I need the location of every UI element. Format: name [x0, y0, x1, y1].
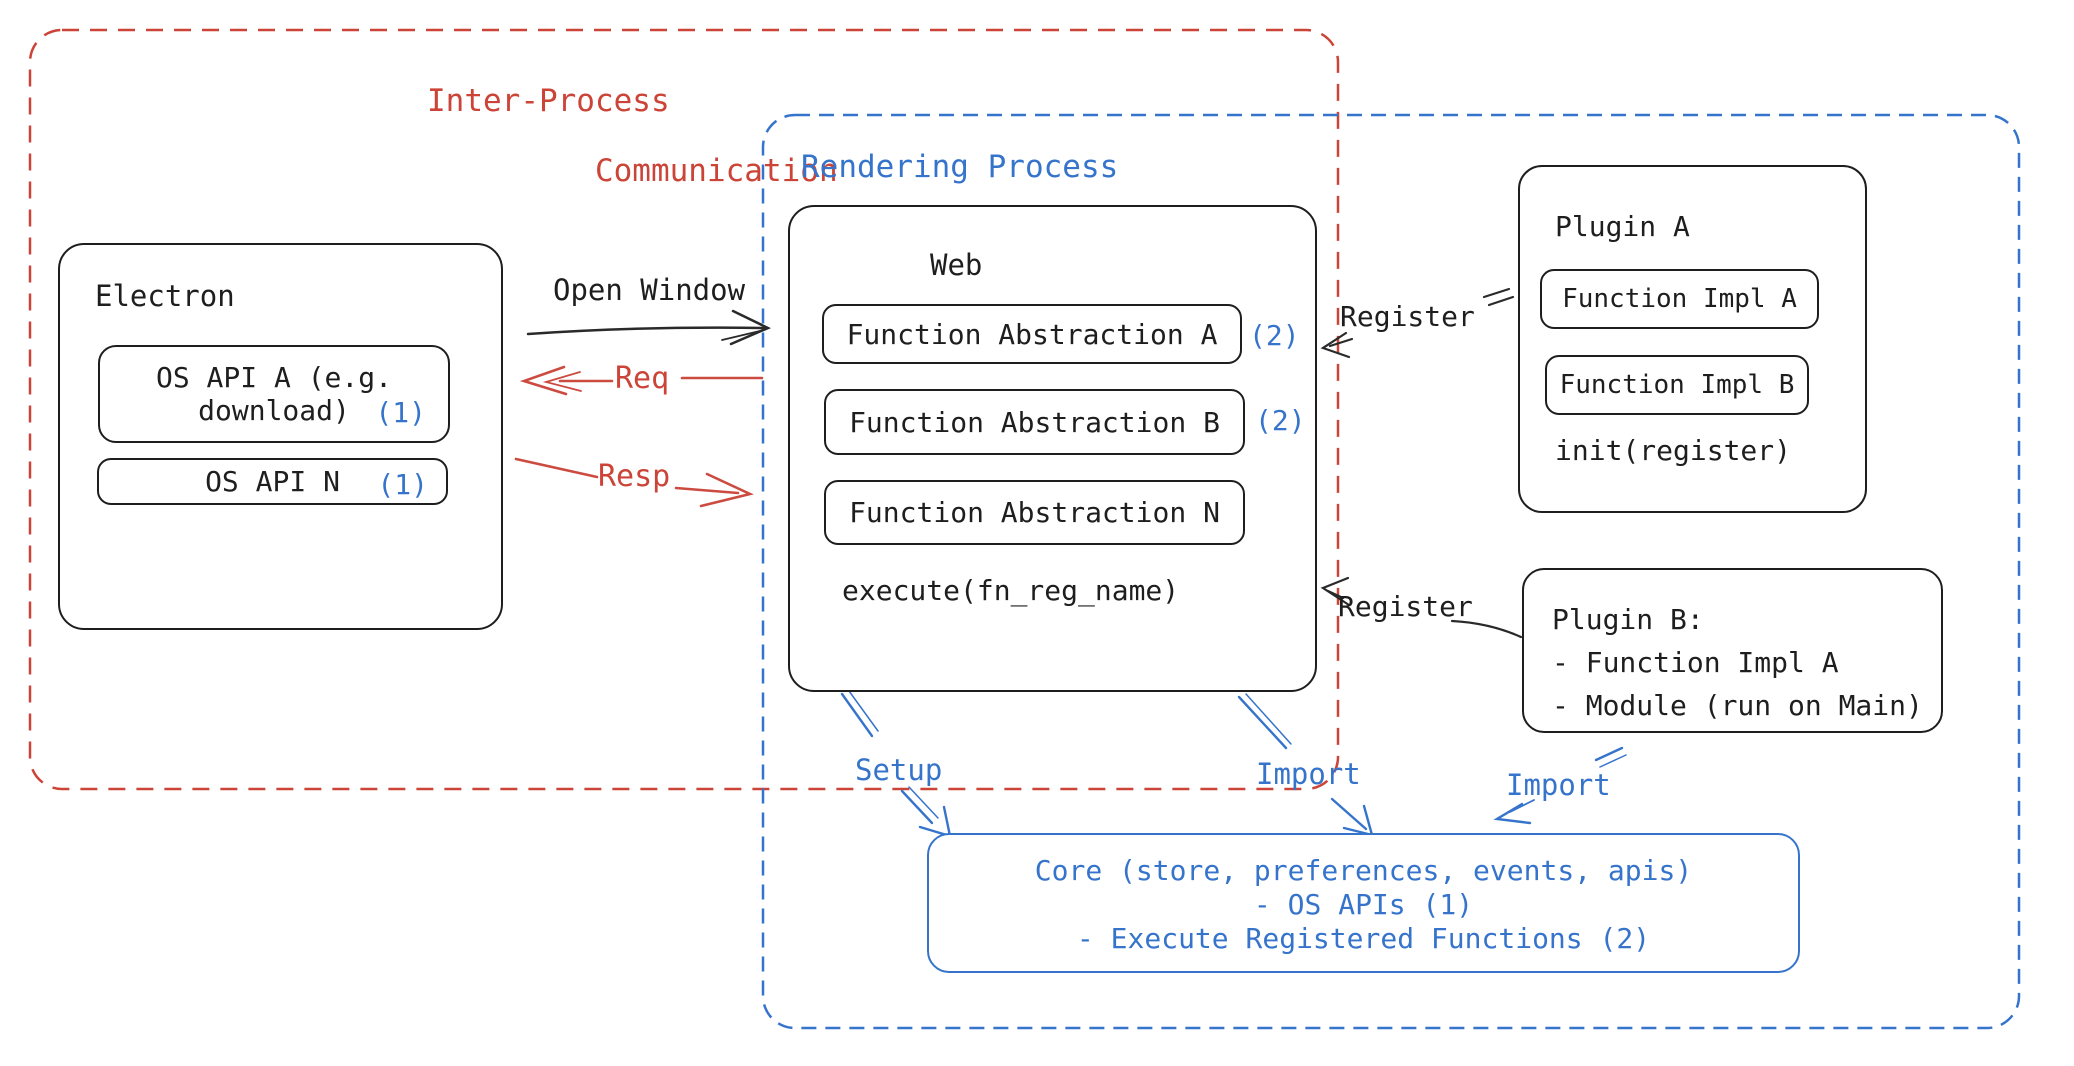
function-abstraction-b-label: Function Abstraction B	[849, 405, 1220, 439]
os-api-a-number: (1)	[375, 396, 426, 429]
resp-arrow	[514, 457, 754, 508]
resp-label: Resp	[598, 459, 671, 494]
core-line3: - Execute Registered Functions (2)	[1076, 922, 1651, 955]
web-execute-label: execute(fn_reg_name)	[842, 574, 1180, 607]
function-impl-a-label: Function Impl A	[1562, 284, 1797, 314]
os-api-n-box: OS API N (1)	[97, 458, 448, 505]
function-abstraction-n-box: Function Abstraction N	[824, 480, 1245, 545]
plugin-b-item-2: - Module (run on Main)	[1552, 689, 1923, 722]
import-mid-label: Import	[1256, 757, 1361, 791]
plugin-b-item-1: - Function Impl A	[1552, 646, 1839, 679]
ipc-region-label: Inter-Process Communication	[427, 84, 838, 189]
register-bottom-arrow	[1320, 576, 1523, 639]
os-api-a-line1: OS API A (e.g.	[155, 361, 392, 394]
open-window-label: Open Window	[553, 273, 746, 307]
plugin-b-content: Plugin B: - Function Impl A - Module (run …	[1552, 598, 1923, 727]
function-abstraction-b-number: (2)	[1255, 404, 1306, 437]
plugin-b-title: Plugin B:	[1552, 603, 1704, 636]
ipc-label-line2: Communication	[594, 153, 838, 189]
function-impl-a-box: Function Impl A	[1540, 269, 1819, 329]
function-abstraction-a-box: Function Abstraction A	[822, 304, 1242, 364]
rendering-dashed-region	[761, 113, 2021, 1030]
import-right-arrow	[1493, 746, 1627, 825]
register-top-arrow	[1320, 287, 1515, 359]
ipc-label-line1: Inter-Process	[427, 83, 670, 119]
register-top-label: Register	[1340, 300, 1475, 333]
rendering-region-label: Rendering Process	[801, 149, 1119, 185]
web-title: Web	[930, 248, 983, 282]
electron-title: Electron	[95, 279, 235, 313]
import-right-label: Import	[1506, 768, 1611, 802]
ipc-dashed-region	[28, 28, 1340, 791]
req-label: Req	[615, 361, 670, 396]
core-content: Core (store, preferences, events, apis)-…	[929, 854, 1798, 956]
setup-label: Setup	[855, 753, 943, 787]
plugin-a-title: Plugin A	[1555, 210, 1690, 243]
function-abstraction-n-label: Function Abstraction N	[849, 496, 1220, 529]
plugin-b-box: Plugin B: - Function Impl A - Module (run …	[1522, 568, 1943, 733]
function-abstraction-a-number: (2)	[1249, 319, 1300, 352]
core-line2: - OS APIs (1)	[1253, 888, 1474, 921]
os-api-n-label: OS API N	[205, 465, 340, 498]
plugin-a-box: Plugin A Function Impl A Function Impl B…	[1518, 165, 1867, 513]
web-box: Web Function Abstraction A (2) Function …	[788, 205, 1317, 692]
core-box: Core (store, preferences, events, apis)-…	[927, 833, 1800, 973]
register-bottom-label: Register	[1338, 590, 1473, 623]
os-api-a-box: OS API A (e.g. download) (1)	[98, 345, 450, 443]
os-api-n-number: (1)	[377, 468, 428, 501]
req-arrow	[519, 365, 764, 396]
function-abstraction-a-label: Function Abstraction A	[846, 317, 1218, 351]
function-impl-b-label: Function Impl B	[1559, 370, 1795, 400]
core-line1: Core (store, preferences, events, apis)	[1034, 854, 1693, 887]
open-window-arrow	[526, 309, 771, 346]
function-abstraction-b-box: Function Abstraction B	[824, 389, 1245, 455]
function-impl-b-box: Function Impl B	[1545, 355, 1809, 415]
os-api-a-line2: download)	[198, 394, 350, 427]
plugin-a-init-label: init(register)	[1555, 434, 1792, 467]
